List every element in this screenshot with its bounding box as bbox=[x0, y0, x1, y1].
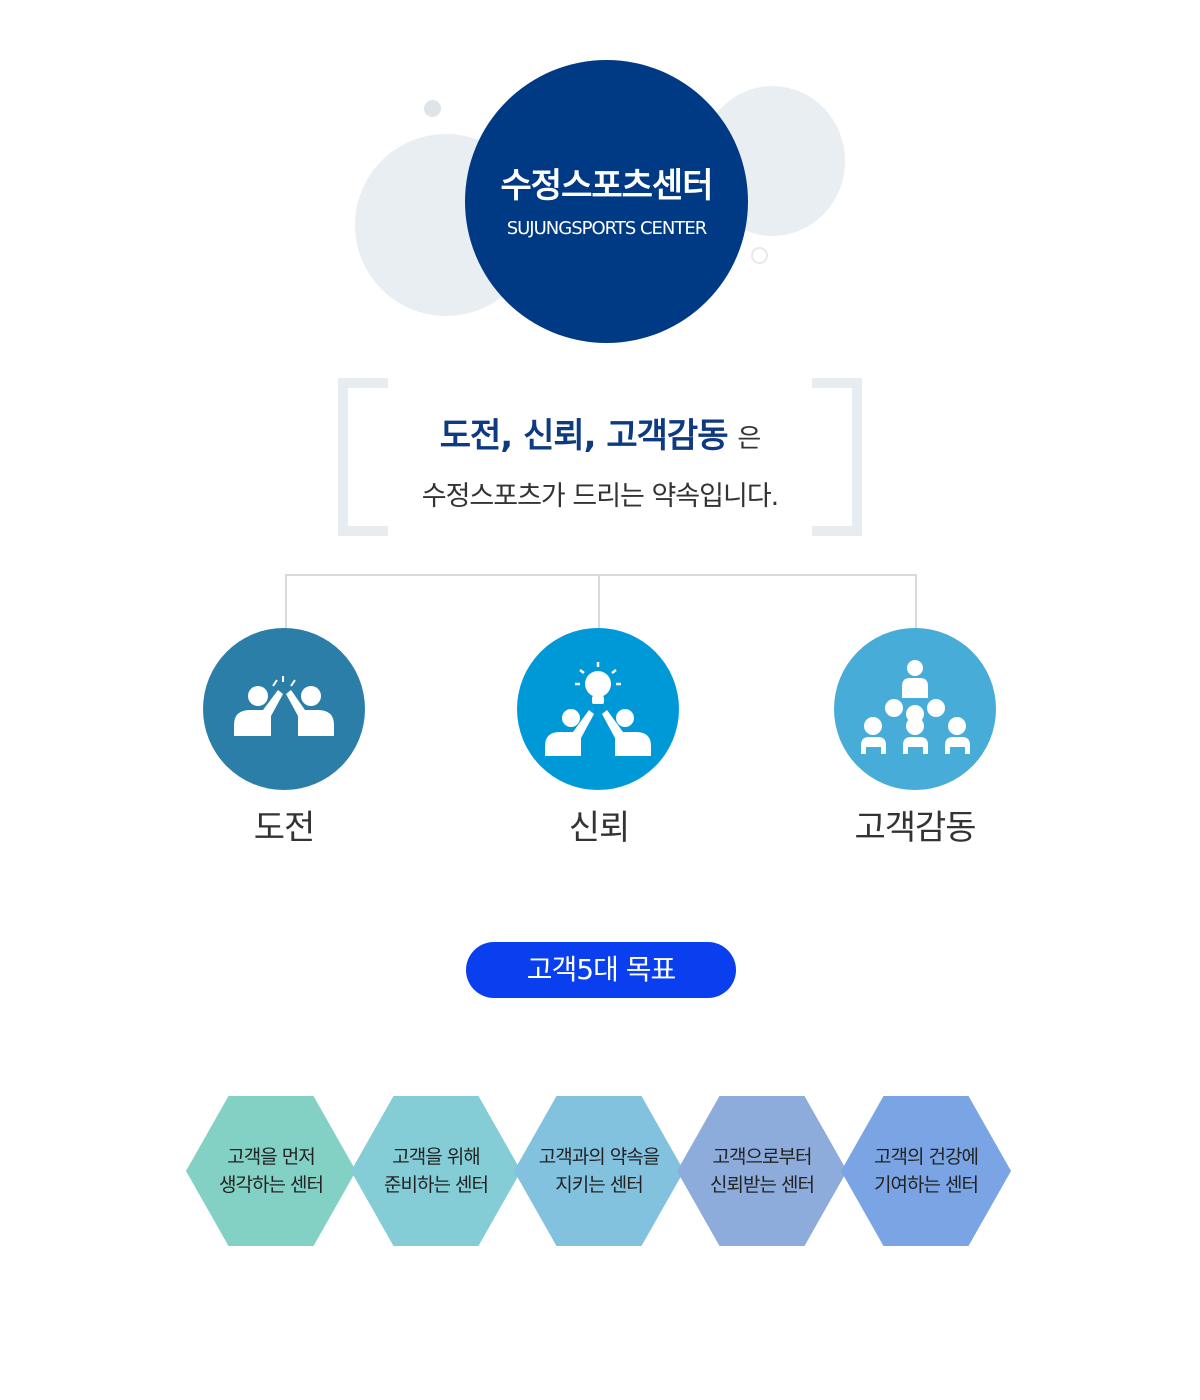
goal-text-3: 고객과의 약속을 지키는 센터 bbox=[514, 1096, 684, 1246]
center-title: 수정스포츠센터 bbox=[500, 166, 714, 206]
decor-dot-ring bbox=[751, 247, 768, 264]
goal-text-5: 고객의 건강에 기여하는 센터 bbox=[841, 1096, 1011, 1246]
connector-horizontal bbox=[285, 574, 917, 576]
goals-badge: 고객5대 목표 bbox=[466, 942, 736, 998]
goal-line: 고객으로부터 bbox=[712, 1146, 813, 1168]
goal-text-1: 고객을 먼저 생각하는 센터 bbox=[186, 1096, 356, 1246]
value-circle-challenge bbox=[203, 628, 365, 790]
goal-line: 신뢰받는 센터 bbox=[710, 1174, 815, 1196]
bracket-left bbox=[338, 378, 388, 536]
goal-line: 고객과의 약속을 bbox=[538, 1146, 660, 1168]
high-five-icon bbox=[234, 676, 334, 736]
goal-text-4: 고객으로부터 신뢰받는 센터 bbox=[677, 1096, 847, 1246]
bracket-right bbox=[812, 378, 862, 536]
promise-particle: 은 bbox=[737, 424, 761, 454]
connector-drop-2 bbox=[598, 574, 600, 630]
value-circle-trust bbox=[517, 628, 679, 790]
goal-line: 고객을 위해 bbox=[392, 1146, 480, 1168]
connector-drop-3 bbox=[915, 574, 917, 630]
value-label-challenge: 도전 bbox=[253, 808, 316, 848]
center-logo-circle: 수정스포츠센터 SUJUNGSPORTS CENTER bbox=[465, 60, 748, 343]
promise-keywords: 도전, 신뢰, 고객감동 bbox=[439, 416, 729, 456]
value-label-satisfaction: 고객감동 bbox=[854, 808, 976, 848]
idea-bulb-icon bbox=[545, 662, 651, 756]
goal-hexagon-2 bbox=[351, 1096, 521, 1246]
goal-line: 지키는 센터 bbox=[555, 1174, 643, 1196]
audience-icon bbox=[861, 660, 970, 754]
value-label-trust: 신뢰 bbox=[568, 808, 631, 848]
connector-drop-1 bbox=[285, 574, 287, 630]
decor-dot-filled bbox=[424, 100, 441, 117]
promise-headline: 도전, 신뢰, 고객감동 은 bbox=[300, 408, 900, 457]
goal-text-2: 고객을 위해 준비하는 센터 bbox=[351, 1096, 521, 1246]
goal-line: 고객의 건강에 bbox=[874, 1146, 979, 1168]
goal-line: 준비하는 센터 bbox=[384, 1174, 489, 1196]
goal-line: 생각하는 센터 bbox=[219, 1174, 324, 1196]
center-subtitle: SUJUNGSPORTS CENTER bbox=[506, 218, 708, 239]
goal-line: 고객을 먼저 bbox=[227, 1146, 315, 1168]
goal-line: 기여하는 센터 bbox=[874, 1174, 979, 1196]
value-circle-satisfaction bbox=[834, 628, 996, 790]
promise-sentence: 수정스포츠가 드리는 약속입니다. bbox=[421, 481, 780, 512]
